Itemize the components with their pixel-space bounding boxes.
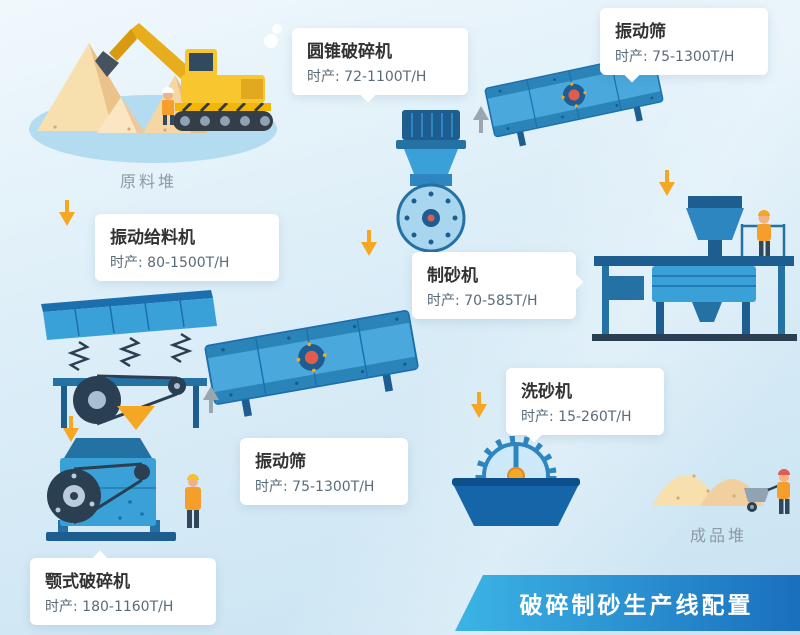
raw-material-scene bbox=[25, 5, 290, 169]
jaw-crusher-label-card: 颚式破碎机 时产: 180-1160T/H bbox=[30, 550, 216, 625]
product-pile-illustration bbox=[652, 469, 790, 514]
flow-arrow-down-icon bbox=[58, 200, 76, 227]
raw-pile-caption: 原料堆 bbox=[120, 172, 178, 191]
feeder-name: 振动给料机 bbox=[110, 228, 195, 248]
worker-icon bbox=[185, 474, 201, 528]
banner-title: 破碎制砂生产线配置 bbox=[519, 593, 754, 619]
flow-arrow-up-icon bbox=[202, 386, 220, 413]
flow-arrow-up-icon bbox=[472, 106, 490, 133]
jaw-crusher-name: 颚式破碎机 bbox=[45, 572, 130, 592]
screen-mid-capacity: 时产: 75-1300T/H bbox=[255, 479, 375, 495]
feeder-capacity: 时产: 80-1500T/H bbox=[110, 255, 230, 271]
sand-maker-capacity: 时产: 70-585T/H bbox=[427, 293, 538, 309]
cone-crusher-illustration bbox=[396, 110, 466, 253]
cart-icon bbox=[744, 483, 781, 512]
excavator-icon bbox=[95, 23, 282, 131]
sand-washer-name: 洗砂机 bbox=[521, 382, 572, 402]
feeder-label-card: 振动给料机 时产: 80-1500T/H bbox=[95, 214, 279, 281]
sand-washer-label-card: 洗砂机 时产: 15-260T/H bbox=[506, 368, 664, 443]
worker-icon bbox=[162, 87, 174, 125]
screen-mid-illustration bbox=[204, 310, 419, 417]
flow-arrow-down-icon bbox=[360, 230, 378, 257]
sand-maker-label-card: 制砂机 时产: 70-585T/H bbox=[412, 252, 584, 319]
feeder-scene bbox=[35, 282, 220, 436]
screen-mid-scene bbox=[201, 300, 424, 430]
raw-material-illustration bbox=[29, 23, 282, 163]
worker-icon bbox=[777, 469, 790, 514]
product-pile-caption: 成品堆 bbox=[690, 526, 748, 545]
cone-crusher-capacity: 时产: 72-1100T/H bbox=[307, 69, 427, 85]
cone-crusher-label-card: 圆锥破碎机 时产: 72-1100T/H bbox=[292, 28, 468, 103]
flow-arrow-down-icon bbox=[470, 392, 488, 419]
feeder-illustration bbox=[41, 290, 217, 430]
flow-arrow-down-icon bbox=[658, 170, 676, 197]
screen-top-name: 振动筛 bbox=[615, 22, 666, 42]
sand-washer-capacity: 时产: 15-260T/H bbox=[521, 409, 632, 425]
flow-arrow-down-icon bbox=[62, 416, 80, 443]
screen-mid-name: 振动筛 bbox=[255, 452, 306, 472]
jaw-crusher-scene bbox=[30, 432, 220, 561]
sand-washer-illustration bbox=[452, 435, 580, 526]
sand-maker-scene bbox=[592, 192, 797, 346]
worker-icon bbox=[757, 210, 771, 256]
product-pile-scene bbox=[648, 436, 796, 525]
sand-maker-name: 制砂机 bbox=[427, 266, 478, 286]
jaw-crusher-illustration bbox=[46, 438, 201, 541]
cone-crusher-scene bbox=[378, 108, 488, 257]
sand-washer-scene bbox=[448, 435, 583, 535]
jaw-crusher-capacity: 时产: 180-1160T/H bbox=[45, 599, 174, 615]
screen-top-label-card: 振动筛 时产: 75-1300T/H bbox=[600, 8, 768, 83]
title-banner: 破碎制砂生产线配置 bbox=[455, 575, 800, 631]
screen-top-capacity: 时产: 75-1300T/H bbox=[615, 49, 735, 65]
sand-maker-illustration bbox=[592, 196, 797, 341]
cone-crusher-name: 圆锥破碎机 bbox=[307, 42, 392, 62]
screen-mid-label-card: 振动筛 时产: 75-1300T/H bbox=[240, 438, 408, 505]
